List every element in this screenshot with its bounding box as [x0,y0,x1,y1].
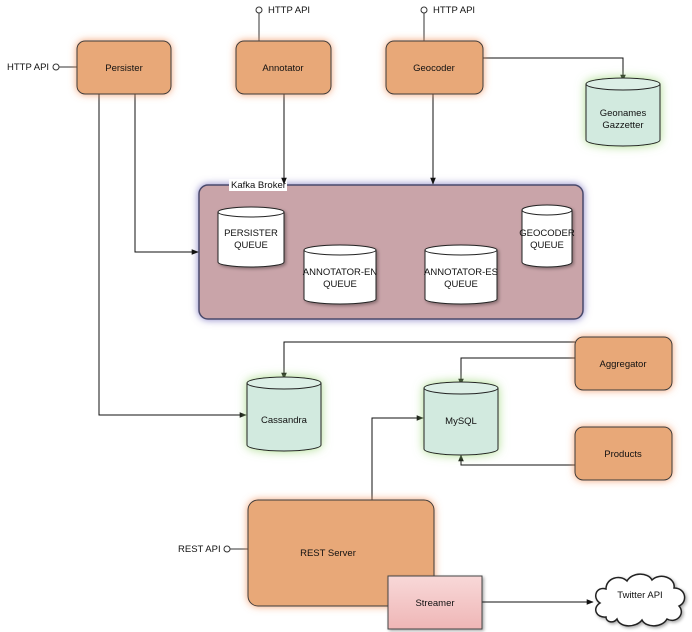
persister-queue-line1: PERSISTER [224,228,278,239]
rest-server-label: REST Server [300,548,356,559]
edge-persister-cassandra [98,94,247,418]
edge-rest-mysql [371,415,424,500]
twitter-api-cloud-icon [595,573,686,627]
cassandra-label: Cassandra [261,415,308,426]
edge-aggregator-mysql [458,357,575,386]
annotator-en-queue-line1: ANNOTATOR-EN [303,267,378,278]
twitter-api-label: Twitter API [617,590,662,601]
mysql-store [423,381,499,456]
persister-http-port-icon [52,63,60,71]
persister-label: Persister [105,63,142,74]
persister-node: Persister [76,40,172,95]
annotator-es-queue-line1: ANNOTATOR-ES [424,267,498,278]
annotator-label: Annotator [262,63,303,74]
annotator-en-queue-line2: QUEUE [323,279,357,290]
rest-api-label: REST API [178,544,221,555]
persister-queue [217,206,285,268]
geocoder-http-port-icon [420,6,428,14]
annotator-es-queue [424,244,498,305]
products-label: Products [604,449,642,460]
mysql-label: MySQL [445,416,477,427]
streamer-node: Streamer [387,575,483,630]
geocoder-http-label: HTTP API [433,5,475,16]
geonames-label-line1: Geonames [600,108,647,119]
products-node: Products [574,426,673,481]
geocoder-queue [521,204,573,268]
streamer-label: Streamer [415,598,454,609]
connectors [98,57,626,605]
aggregator-label: Aggregator [599,359,646,370]
edge-products-mysql [458,454,575,466]
edge-aggregator-cassandra [281,341,575,380]
edge-persister-kafka [134,94,199,255]
geonames-store [585,77,661,147]
rest-api-port-icon [223,545,231,553]
api-ports: HTTP API HTTP API HTTP API REST API [7,5,475,555]
persister-queue-line2: QUEUE [234,240,268,251]
annotator-es-queue-line2: QUEUE [444,279,478,290]
geonames-label-line2: Gazzetter [602,120,643,131]
edge-geocoder-geonames [483,57,626,82]
annotator-http-port-icon [255,6,263,14]
annotator-en-queue [303,244,377,305]
kafka-broker-label: Kafka Broker [231,180,286,191]
geocoder-queue-line1: GEOCODER [519,228,575,239]
aggregator-node: Aggregator [574,336,673,391]
annotator-node: Annotator [235,40,332,95]
annotator-http-label: HTTP API [268,5,310,16]
geocoder-label: Geocoder [413,63,455,74]
geocoder-queue-line2: QUEUE [530,240,564,251]
persister-http-label: HTTP API [7,62,49,73]
geocoder-node: Geocoder [385,40,484,95]
cassandra-store [246,376,322,452]
